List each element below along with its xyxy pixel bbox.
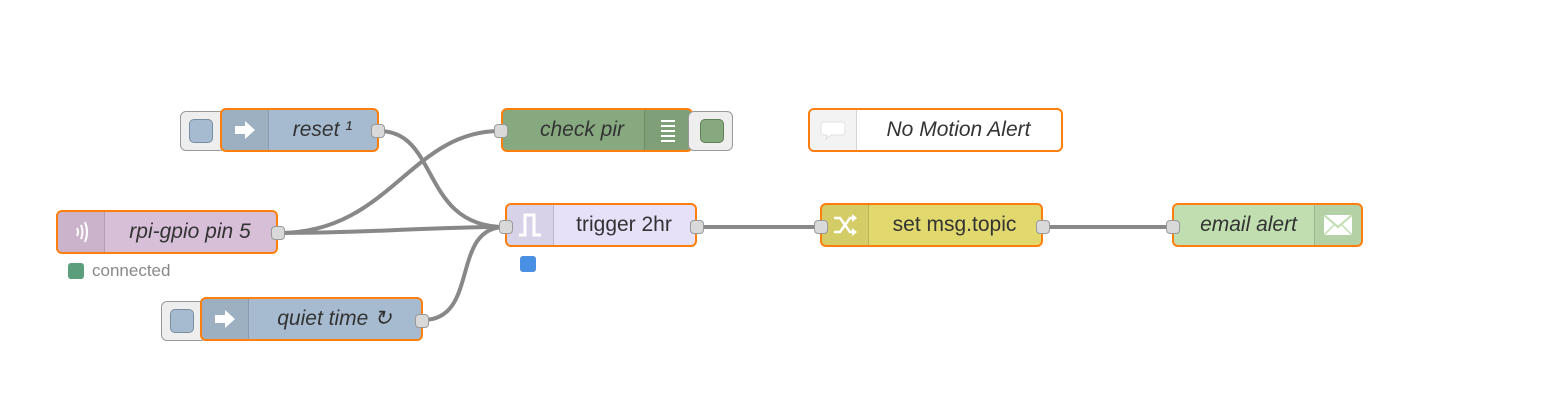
rpi-gpio-node-label: rpi-gpio pin 5 bbox=[129, 220, 251, 243]
reset-node[interactable]: reset ¹ bbox=[220, 108, 379, 152]
change-output-port[interactable] bbox=[1036, 220, 1050, 234]
rpi-gpio-status-dot bbox=[68, 263, 84, 279]
comment-node-label: No Motion Alert bbox=[886, 118, 1031, 141]
trigger-pulse-icon bbox=[507, 205, 554, 245]
trigger-output-port[interactable] bbox=[690, 220, 704, 234]
debug-list-icon bbox=[644, 110, 691, 150]
rpi-gpio-node[interactable]: rpi-gpio pin 5 bbox=[56, 210, 278, 254]
inject-arrow-icon bbox=[202, 299, 249, 339]
trigger-input-port[interactable] bbox=[499, 220, 513, 234]
quiet-time-node[interactable]: quiet time ↻ bbox=[200, 297, 423, 341]
wire-quiet-to-trigger[interactable] bbox=[422, 225, 506, 322]
envelope-icon bbox=[1314, 205, 1361, 245]
email-node-label: email alert bbox=[1200, 213, 1297, 236]
quiet-time-node-label: quiet time ↻ bbox=[277, 307, 392, 330]
rpi-gpio-output-port[interactable] bbox=[271, 226, 285, 240]
check-pir-debug-toggle[interactable] bbox=[688, 111, 733, 151]
reset-node-label: reset ¹ bbox=[292, 118, 353, 141]
check-pir-node[interactable]: check pir bbox=[501, 108, 693, 152]
change-input-port[interactable] bbox=[814, 220, 828, 234]
wire-gpio-to-trigger[interactable] bbox=[278, 225, 506, 235]
wire-gpio-to-checkpir[interactable] bbox=[278, 129, 501, 235]
trigger-node[interactable]: trigger 2hr bbox=[505, 203, 697, 247]
check-pir-input-port[interactable] bbox=[494, 124, 508, 138]
email-node[interactable]: email alert bbox=[1172, 203, 1363, 247]
reset-output-port[interactable] bbox=[371, 124, 385, 138]
check-pir-node-label: check pir bbox=[539, 118, 625, 141]
wire-reset-to-trigger[interactable] bbox=[378, 129, 506, 229]
comment-node[interactable]: No Motion Alert bbox=[808, 108, 1063, 152]
email-input-port[interactable] bbox=[1166, 220, 1180, 234]
reset-inject-button[interactable] bbox=[180, 111, 226, 151]
inject-arrow-icon bbox=[222, 110, 269, 150]
quiet-time-output-port[interactable] bbox=[415, 314, 429, 328]
change-node[interactable]: set msg.topic bbox=[820, 203, 1043, 247]
gpio-signal-icon bbox=[58, 212, 105, 252]
quiet-inject-button[interactable] bbox=[161, 301, 207, 341]
shuffle-icon bbox=[822, 205, 869, 245]
change-node-label: set msg.topic bbox=[892, 213, 1017, 236]
comment-bubble-icon bbox=[810, 110, 857, 150]
rpi-gpio-status-text: connected bbox=[92, 261, 171, 280]
trigger-status-dot bbox=[520, 256, 536, 272]
trigger-node-label: trigger 2hr bbox=[576, 213, 672, 236]
